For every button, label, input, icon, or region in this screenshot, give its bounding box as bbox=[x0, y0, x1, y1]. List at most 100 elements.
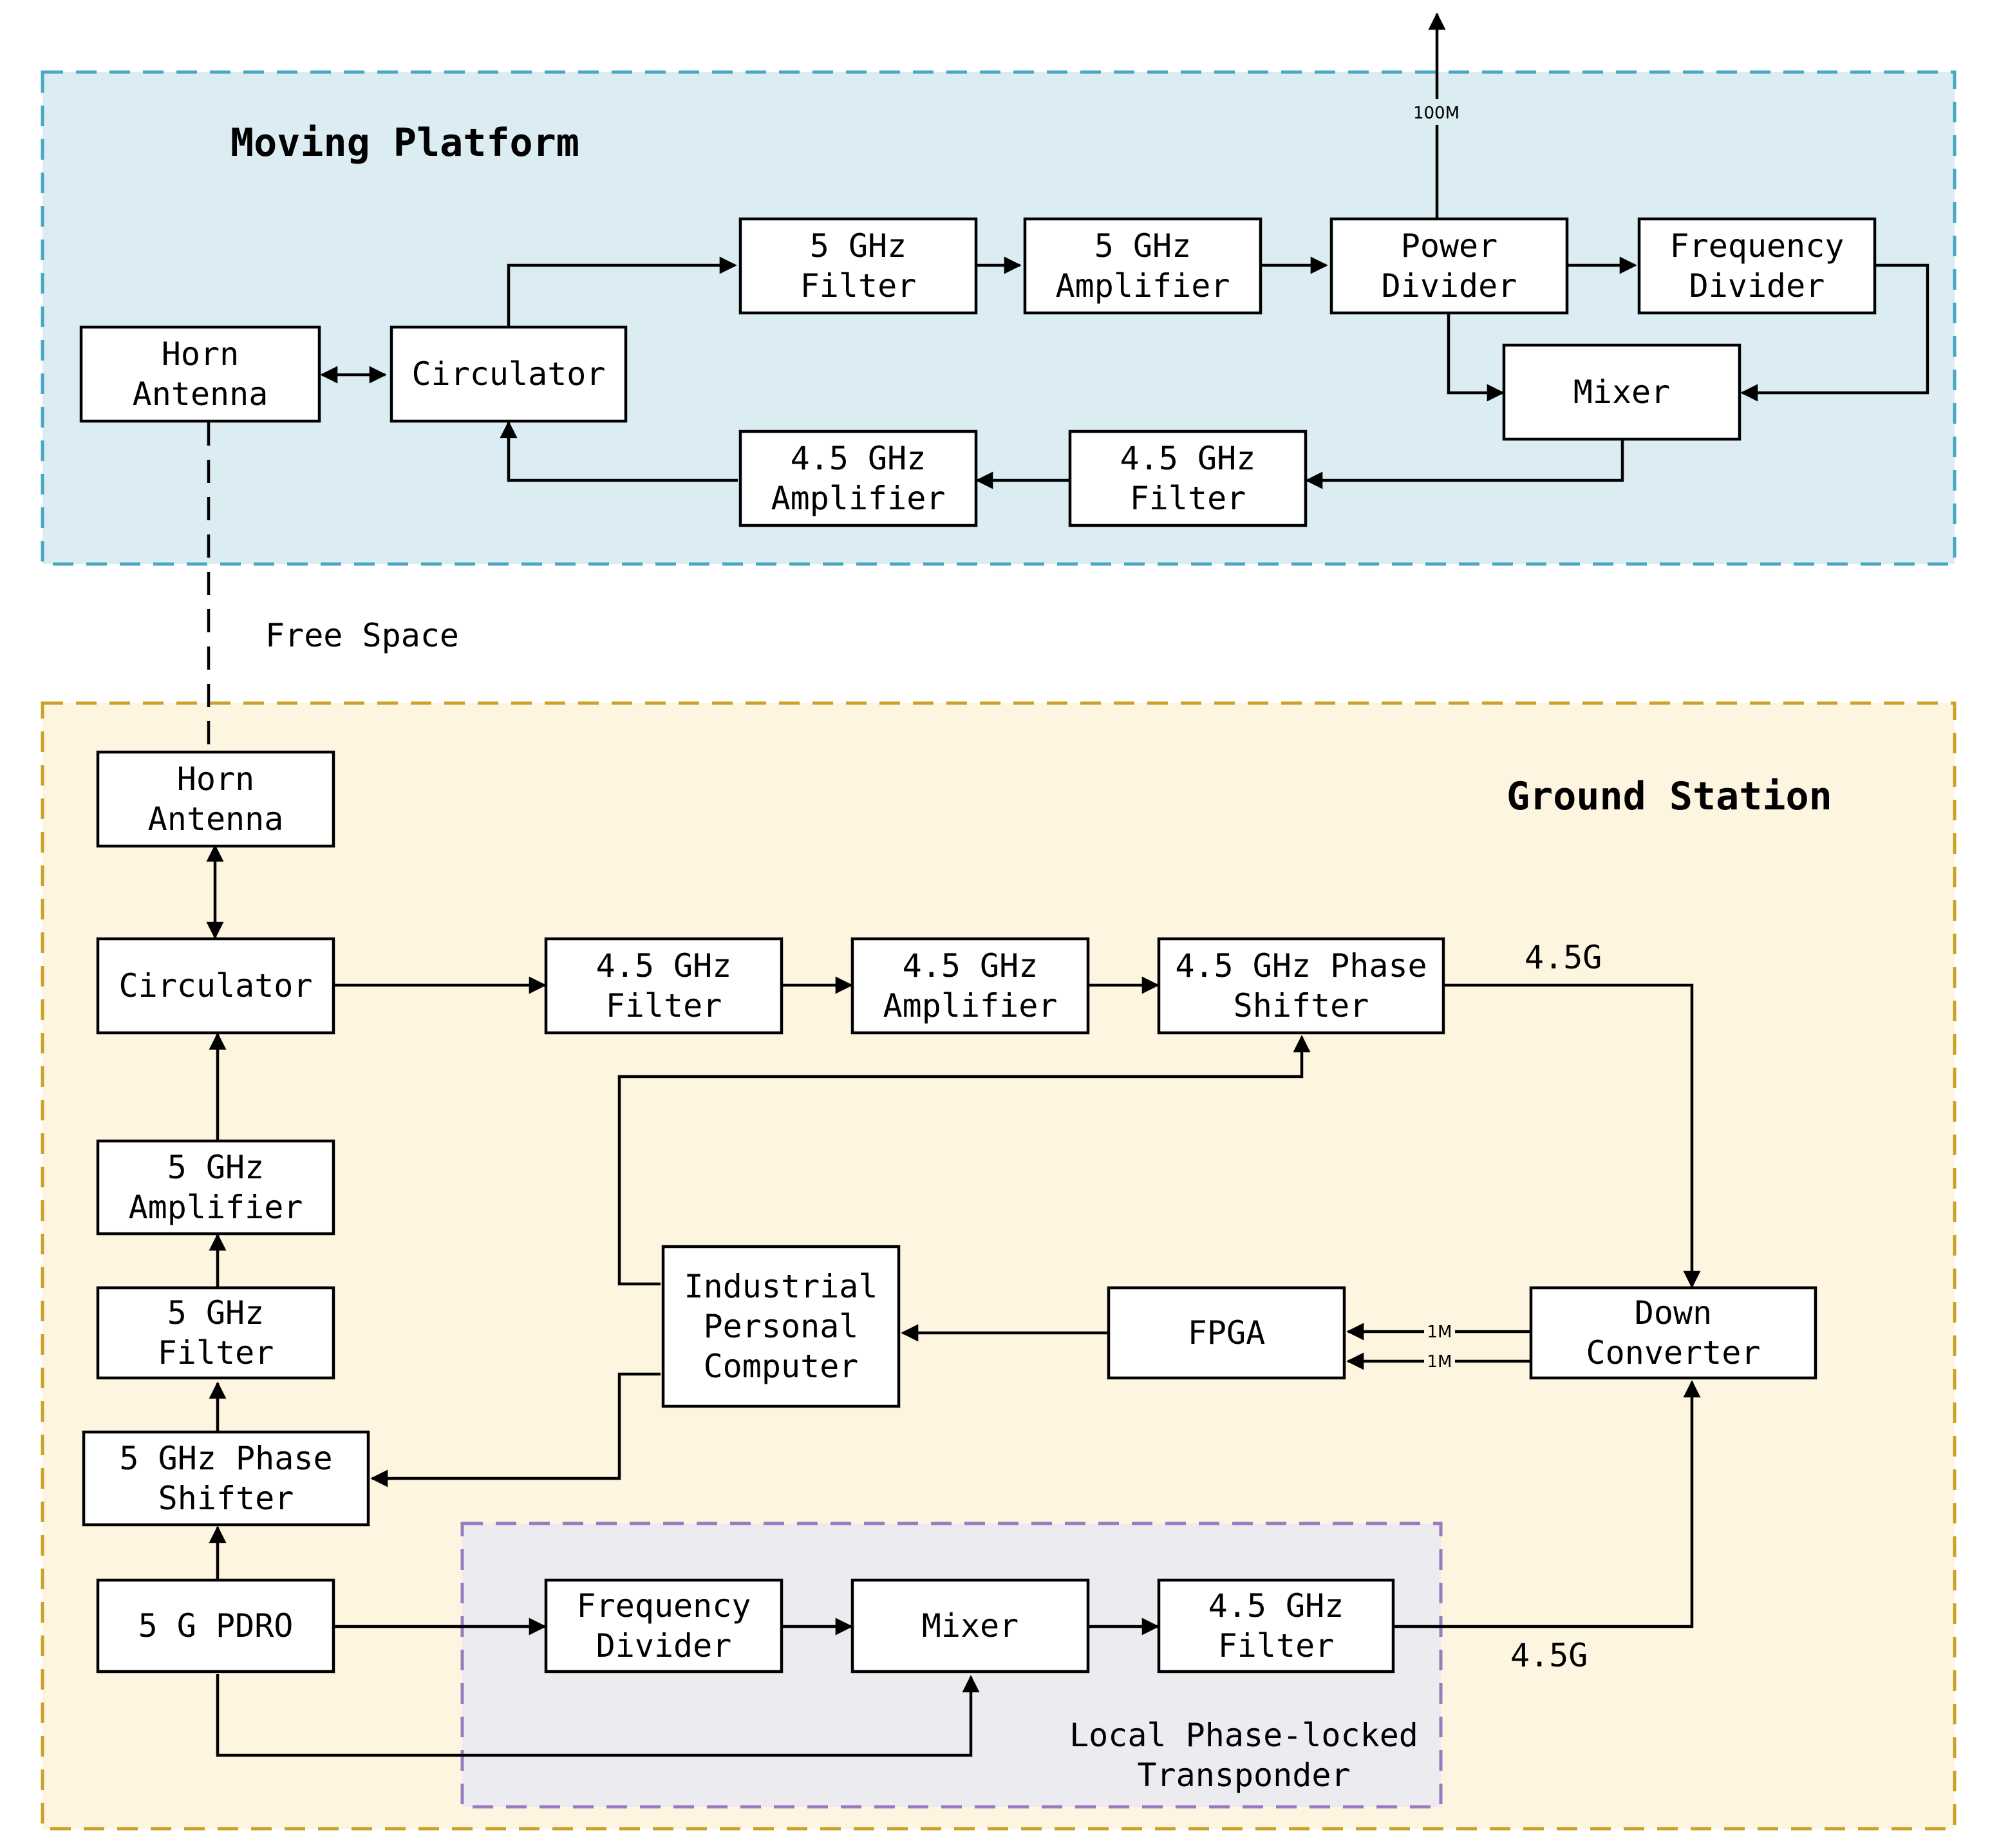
block-label-line: Mixer bbox=[922, 1607, 1019, 1645]
block-label-line: 4.5 GHz bbox=[903, 947, 1038, 985]
block-box bbox=[738, 217, 978, 315]
block-label-line: FPGA bbox=[1188, 1314, 1265, 1352]
label-45g-bottom: 4.5G bbox=[1510, 1637, 1588, 1674]
moving-platform-title: Moving Platform bbox=[230, 120, 579, 165]
block-box bbox=[96, 750, 335, 848]
block-label-line: Mixer bbox=[1573, 373, 1671, 411]
block-label-line: 5 G PDRO bbox=[138, 1607, 294, 1645]
block-label-line: Divider bbox=[1689, 267, 1825, 305]
block-label-line: Horn bbox=[177, 760, 254, 798]
block-box bbox=[1502, 343, 1741, 441]
block-label-line: 4.5 GHz bbox=[791, 440, 926, 477]
block-mp-mixer: Mixer bbox=[1502, 343, 1741, 441]
block-label-line: Antenna bbox=[133, 375, 268, 413]
block-label-line: Converter bbox=[1586, 1334, 1761, 1372]
block-label-line: Antenna bbox=[148, 800, 284, 838]
block-box bbox=[661, 1245, 901, 1408]
block-box bbox=[96, 1286, 335, 1380]
gs-pdro-to-mixer bbox=[216, 1674, 980, 1757]
label-bg-1m-a bbox=[1424, 1323, 1455, 1341]
block-box bbox=[1157, 1578, 1395, 1674]
block-box bbox=[96, 937, 335, 1035]
block-label-line: Amplifier bbox=[129, 1189, 303, 1226]
block-gs-mixer: Mixer bbox=[850, 1578, 1090, 1674]
block-label-line: Filter bbox=[1130, 480, 1246, 517]
block-box bbox=[96, 1139, 335, 1236]
block-label-line: Circulator bbox=[118, 967, 312, 1004]
block-box bbox=[544, 937, 784, 1035]
mp-pd-to-mixer bbox=[1447, 313, 1505, 402]
label-bg-100m bbox=[1409, 99, 1464, 125]
block-box bbox=[96, 1578, 335, 1674]
mp-amp45-to-circ bbox=[500, 420, 738, 482]
gs-ps45-to-dc bbox=[1445, 983, 1701, 1288]
mp-fd-to-mixer bbox=[1740, 263, 1929, 402]
block-label-line: Shifter bbox=[1234, 987, 1369, 1024]
block-label-line: Filter bbox=[158, 1334, 274, 1372]
block-label-line: Down bbox=[1635, 1294, 1712, 1332]
block-label-line: 4.5 GHz bbox=[1208, 1587, 1344, 1625]
block-box bbox=[850, 937, 1090, 1035]
block-gs-5g-pdro: 5 G PDRO bbox=[96, 1578, 335, 1674]
block-label-line: 4.5 GHz bbox=[596, 947, 732, 985]
block-label-line: Circulator bbox=[411, 355, 605, 393]
block-label-line: 5 GHz bbox=[1094, 227, 1192, 265]
block-box bbox=[1023, 217, 1263, 315]
block-label-line: Shifter bbox=[158, 1480, 294, 1517]
block-box bbox=[82, 1430, 370, 1527]
block-label-line: Filter bbox=[606, 987, 722, 1024]
block-box bbox=[1157, 937, 1445, 1035]
gs-ipc-to-ps45 bbox=[617, 1035, 1311, 1286]
block-gs-circulator: Circulator bbox=[96, 937, 335, 1035]
block-label-line: Amplifier bbox=[1056, 267, 1230, 305]
block-label-line: Divider bbox=[1382, 267, 1517, 305]
block-label-line: 4.5 GHz Phase bbox=[1175, 947, 1427, 985]
label-45g-top: 4.5G bbox=[1525, 939, 1602, 976]
ground-station-title: Ground Station bbox=[1507, 774, 1832, 819]
label-bg-1m-b bbox=[1424, 1352, 1455, 1370]
block-label-line: 4.5 GHz bbox=[1120, 440, 1256, 477]
block-box bbox=[850, 1578, 1090, 1674]
block-mp-circulator: Circulator bbox=[390, 325, 628, 423]
block-label-line: Industrial bbox=[684, 1268, 878, 1305]
label-100m: 100M bbox=[1413, 104, 1460, 123]
mp-circ-to-filter5 bbox=[507, 256, 737, 327]
gs-ipc-to-ps5 bbox=[370, 1372, 661, 1487]
block-label-line: Power bbox=[1401, 227, 1498, 265]
block-label-line: Frequency bbox=[1670, 227, 1845, 265]
block-label-line: Divider bbox=[596, 1627, 732, 1664]
block-gs-fpga: FPGA bbox=[1107, 1286, 1346, 1380]
block-label-line: Amplifier bbox=[771, 480, 946, 517]
gs-filter45b-to-dc bbox=[1394, 1380, 1701, 1628]
transponder-label-line2: Transponder bbox=[1137, 1757, 1350, 1794]
block-box bbox=[1068, 429, 1308, 527]
block-box bbox=[738, 429, 978, 527]
moving-platform-region bbox=[41, 70, 1957, 566]
block-box bbox=[1529, 1286, 1817, 1380]
block-box bbox=[1107, 1286, 1346, 1380]
block-box bbox=[1329, 217, 1569, 315]
block-label-line: Personal bbox=[704, 1308, 859, 1345]
block-label-line: Filter bbox=[1218, 1627, 1335, 1664]
free-space-label: Free Space bbox=[265, 617, 459, 654]
block-label-line: 5 GHz Phase bbox=[119, 1440, 332, 1477]
block-label-line: Horn bbox=[162, 335, 239, 373]
